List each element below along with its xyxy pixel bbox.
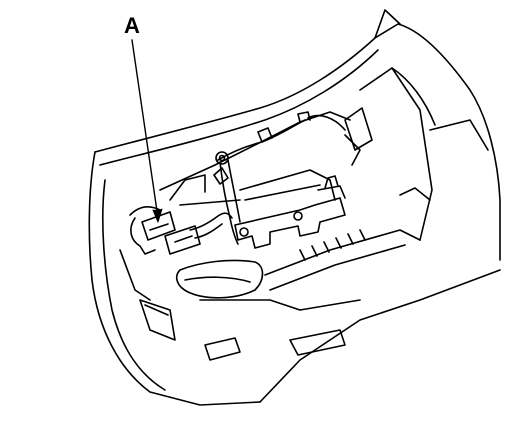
inner-cavity xyxy=(159,111,351,206)
console-shell xyxy=(88,9,501,406)
wire-harness xyxy=(189,111,346,245)
leader-line-a xyxy=(131,39,159,219)
lower-trim xyxy=(119,249,346,361)
right-panel xyxy=(344,67,489,241)
lower-tray xyxy=(175,229,421,311)
leader-arrowhead xyxy=(152,208,163,223)
connector-a xyxy=(129,205,201,255)
bracket xyxy=(234,175,346,249)
callout-label-a: A xyxy=(124,13,140,38)
